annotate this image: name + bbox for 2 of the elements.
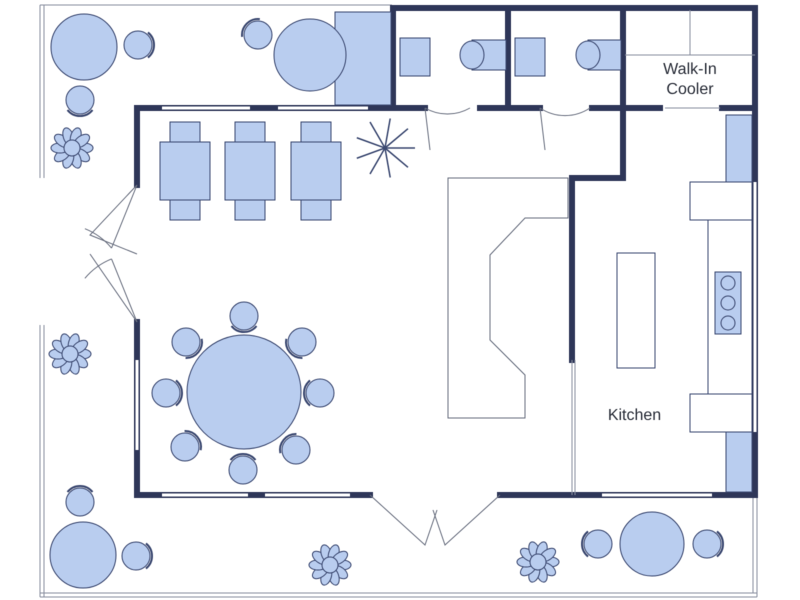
room-name: Kitchen [592, 406, 677, 426]
room-name: Walk-In Cooler [645, 60, 735, 100]
